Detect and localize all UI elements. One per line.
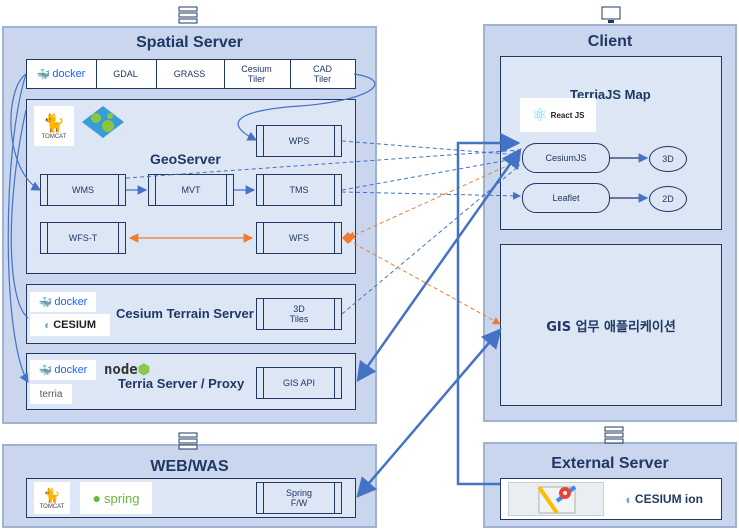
external-server-title: External Server (551, 455, 669, 472)
docker-logo: 🐳docker (28, 62, 94, 86)
cesium-ion-logo: ◐CESIUM ion (608, 484, 720, 514)
tool-grass: GRASS (156, 60, 222, 88)
view-3d-node: 3D (649, 146, 687, 172)
node-logo: node⬢ (104, 362, 150, 378)
terria-logo-label: terria (39, 388, 63, 400)
cesium-logo-label: CESIUM (53, 319, 97, 331)
tool-cesium-tiler: Cesium Tiler (224, 60, 288, 88)
terria-logo: terria (30, 384, 72, 404)
service-gis-api: GIS API (256, 367, 342, 399)
react-logo-label: React JS (550, 110, 585, 120)
client-monitor-icon (600, 6, 622, 29)
node-logo-label: node (104, 362, 138, 378)
service-wps: WPS (256, 125, 342, 157)
cesium-terrain-title: Cesium Terrain Server (116, 306, 254, 321)
google-maps-logo (508, 482, 604, 516)
spring-to-gis-app-arrow (356, 328, 502, 498)
gis-app-box (500, 244, 722, 406)
web-was-server-icon (178, 432, 198, 455)
tomcat-logo-web-label: TOMCAT (39, 503, 65, 510)
service-wfs: WFS (256, 222, 342, 254)
service-wfs-t: WFS-T (40, 222, 126, 254)
docker-logo-label: docker (52, 68, 86, 80)
geoserver-title: GeoServer (150, 151, 221, 167)
spatial-server-icon (178, 6, 198, 29)
terria-server-title: Terria Server / Proxy (118, 376, 245, 391)
view-2d-node: 2D (649, 186, 687, 212)
cesium-logo: ◐CESIUM (30, 314, 110, 336)
tool-cad-tiler: CAD Tiler (290, 60, 354, 88)
tomcat-logo: 🐈TOMCAT (34, 106, 74, 146)
service-spring-fw: Spring F/W (256, 482, 342, 514)
service-mvt: MVT (148, 174, 234, 206)
tool-gdal: GDAL (96, 60, 154, 88)
docker-logo-terrain-label: docker (54, 296, 88, 308)
cesium-ion-logo-label: CESIUM ion (634, 492, 703, 506)
docker-logo-terria-label: docker (54, 364, 88, 376)
service-wms: WMS (40, 174, 126, 206)
spring-logo: ●spring (80, 482, 152, 514)
docker-logo-terria: 🐳docker (30, 360, 96, 380)
react-logo: ⚛React JS (520, 98, 596, 132)
spring-logo-label: spring (104, 490, 140, 506)
spatial-server-title: Spatial Server (136, 34, 243, 51)
cesiumjs-node: CesiumJS (522, 143, 610, 173)
leaflet-node: Leaflet (522, 183, 610, 213)
web-was-title: WEB/WAS (150, 458, 229, 475)
tomcat-logo-label: TOMCAT (41, 133, 67, 140)
docker-logo-terrain: 🐳docker (30, 292, 96, 312)
gis-app-title: GIS 업무 애플리케이션 (546, 320, 676, 335)
tomcat-logo-web: 🐈TOMCAT (34, 482, 70, 514)
service-tms: TMS (256, 174, 342, 206)
globe-logo (80, 104, 126, 140)
client-title: Client (587, 33, 633, 50)
external-server-icon (604, 426, 624, 449)
service-3d-tiles: 3D Tiles (256, 298, 342, 330)
